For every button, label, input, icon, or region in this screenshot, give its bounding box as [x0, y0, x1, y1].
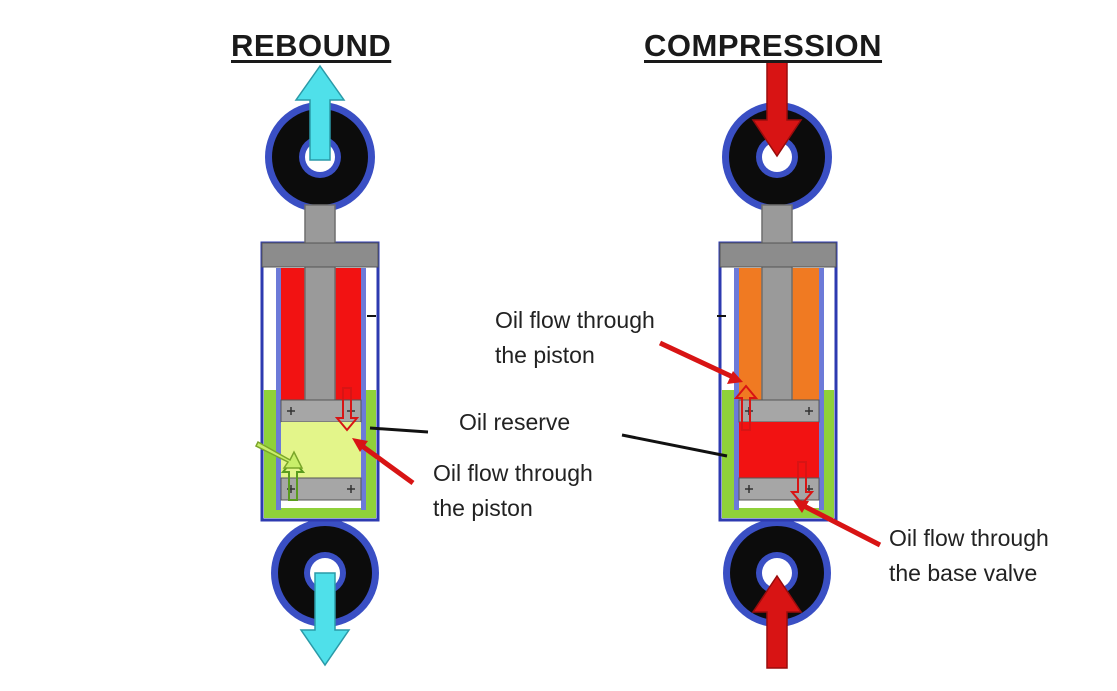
compression-shock [718, 61, 838, 669]
rebound-piston-rod [304, 204, 336, 406]
oil-reserve-label: Oil reserve [459, 409, 571, 435]
compression-piston-flow-label: Oil flow through the piston [495, 307, 655, 368]
rebound-piston-flow-label: Oil flow through the piston [433, 460, 593, 521]
compression-up-arrow-icon [751, 574, 803, 669]
rebound-shock [254, 64, 380, 667]
compression-bottom-eye [723, 519, 831, 627]
compression-heading: COMPRESSION [644, 28, 883, 63]
rebound-base-valve [280, 477, 362, 501]
compression-base-flow-icon [789, 461, 815, 506]
rebound-up-arrow-icon [294, 64, 346, 161]
compression-piston-rod [761, 204, 793, 406]
leader-lines [352, 315, 882, 548]
compression-piston-flow-icon [733, 384, 759, 431]
rebound-piston-flow-icon [334, 387, 360, 432]
compression-top-cap [719, 242, 837, 268]
rebound-lower-chamber [281, 422, 361, 478]
compression-down-arrow-icon [751, 61, 803, 158]
rebound-heading: REBOUND [231, 28, 392, 63]
base-valve-flow-label: Oil flow through the base valve [889, 525, 1049, 586]
rebound-down-arrow-icon [299, 572, 351, 667]
rebound-top-cap [261, 242, 379, 268]
